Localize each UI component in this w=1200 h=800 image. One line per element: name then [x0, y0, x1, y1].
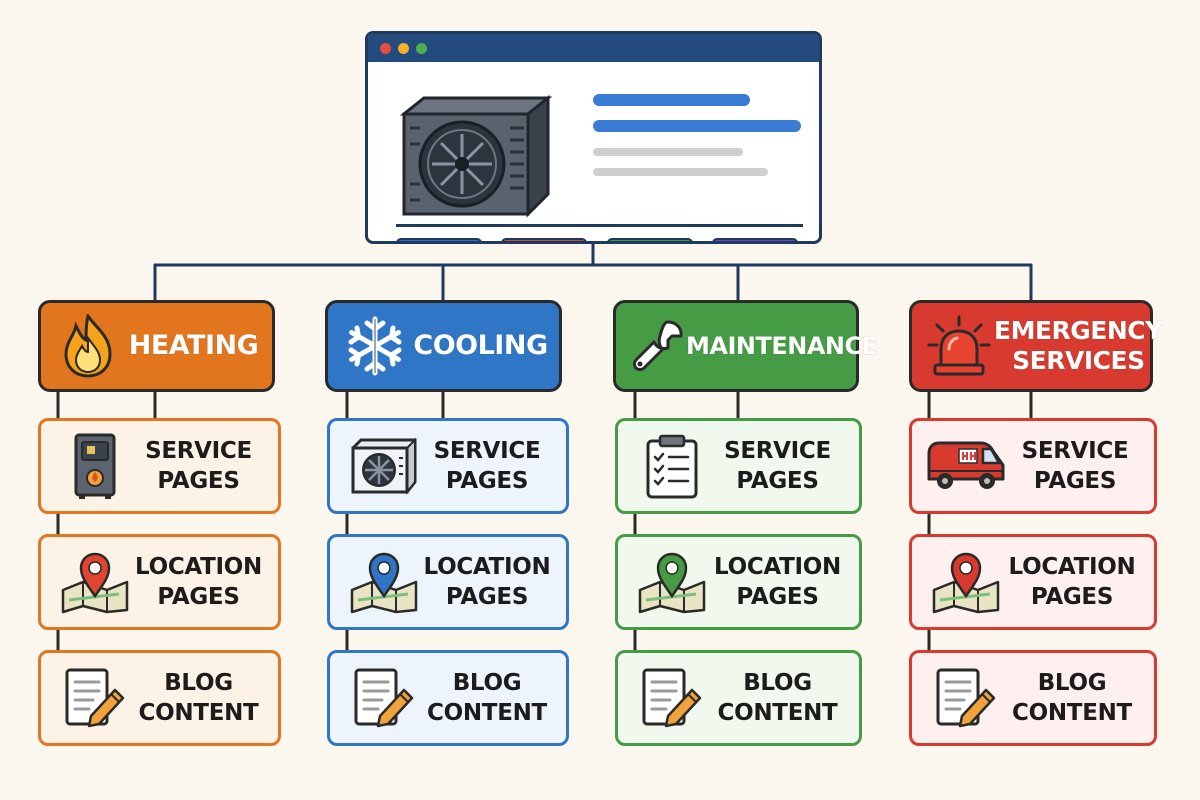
map-pin-icon [348, 546, 420, 618]
cooling-location-pages[interactable]: LOCATION PAGES [327, 534, 569, 630]
maintenance-blog-content[interactable]: BLOG CONTENT [615, 650, 862, 746]
category-title: HEATING [128, 330, 259, 361]
document-pencil-icon [636, 662, 708, 734]
siren-light-icon [924, 311, 994, 381]
category-title: COOLING [413, 330, 548, 361]
browser-title-bar [368, 34, 819, 62]
item-label: LOCATION PAGES [1008, 554, 1136, 610]
maintenance-location-pages[interactable]: LOCATION PAGES [615, 534, 862, 630]
item-label: BLOG CONTENT [138, 670, 259, 726]
category-emergency-services[interactable]: EMERGENCY SERVICES [909, 300, 1163, 392]
item-label: BLOG CONTENT [1012, 670, 1132, 726]
item-label: SERVICE PAGES [1021, 438, 1129, 494]
emergency-blog-content[interactable]: BLOG CONTENT [909, 650, 1157, 746]
heating-service-pages[interactable]: SERVICE PAGES [38, 418, 281, 514]
map-pin-icon [59, 546, 131, 618]
cooling-blog-content[interactable]: BLOG CONTENT [327, 650, 569, 746]
item-label: BLOG CONTENT [427, 670, 547, 726]
item-label: SERVICE PAGES [433, 438, 541, 494]
category-title: EMERGENCY SERVICES [994, 316, 1163, 375]
category-title: MAINTENANCE [686, 332, 878, 360]
maintenance-service-pages[interactable]: SERVICE PAGES [615, 418, 862, 514]
subheadline-placeholder-bar [593, 120, 801, 132]
body-text-placeholder-bar [593, 168, 768, 176]
website-homepage-mockup [365, 31, 822, 244]
category-maintenance[interactable]: MAINTENANCE [613, 300, 878, 392]
item-label: LOCATION PAGES [714, 554, 841, 610]
air-conditioner-unit-icon [398, 94, 558, 228]
nav-button-maintenance[interactable] [607, 238, 693, 241]
window-minimize-dot [398, 43, 409, 54]
document-pencil-icon [348, 662, 420, 734]
item-label: LOCATION PAGES [423, 554, 551, 610]
wrench-icon [626, 311, 686, 381]
heating-blog-content[interactable]: BLOG CONTENT [38, 650, 281, 746]
nav-button-heating[interactable] [396, 238, 482, 241]
item-label: SERVICE PAGES [145, 438, 252, 494]
cooling-service-pages[interactable]: SERVICE PAGES [327, 418, 569, 514]
map-pin-icon [636, 546, 708, 618]
flame-icon [53, 311, 123, 381]
document-pencil-icon [59, 662, 131, 734]
content-divider [396, 224, 803, 227]
heating-location-pages[interactable]: LOCATION PAGES [38, 534, 281, 630]
clipboard-checklist-icon [636, 430, 708, 502]
window-maximize-dot [416, 43, 427, 54]
snowflake-icon [340, 311, 410, 381]
browser-content [368, 62, 819, 241]
emergency-location-pages[interactable]: LOCATION PAGES [909, 534, 1157, 630]
window-close-dot [380, 43, 391, 54]
document-pencil-icon [930, 662, 1002, 734]
emergency-service-pages[interactable]: SERVICE PAGES [909, 418, 1157, 514]
service-van-icon [924, 430, 1008, 502]
ac-unit-icon [348, 430, 420, 502]
item-label: LOCATION PAGES [135, 554, 262, 610]
category-heating[interactable]: HEATING [38, 300, 275, 392]
nav-button-emergency[interactable] [712, 238, 798, 241]
body-text-placeholder-bar [593, 148, 743, 156]
furnace-icon [59, 430, 131, 502]
item-label: SERVICE PAGES [724, 438, 831, 494]
headline-placeholder-bar [593, 94, 750, 106]
category-cooling[interactable]: COOLING [325, 300, 562, 392]
nav-button-cooling[interactable] [501, 238, 587, 241]
item-label: BLOG CONTENT [717, 670, 838, 726]
map-pin-icon [930, 546, 1002, 618]
